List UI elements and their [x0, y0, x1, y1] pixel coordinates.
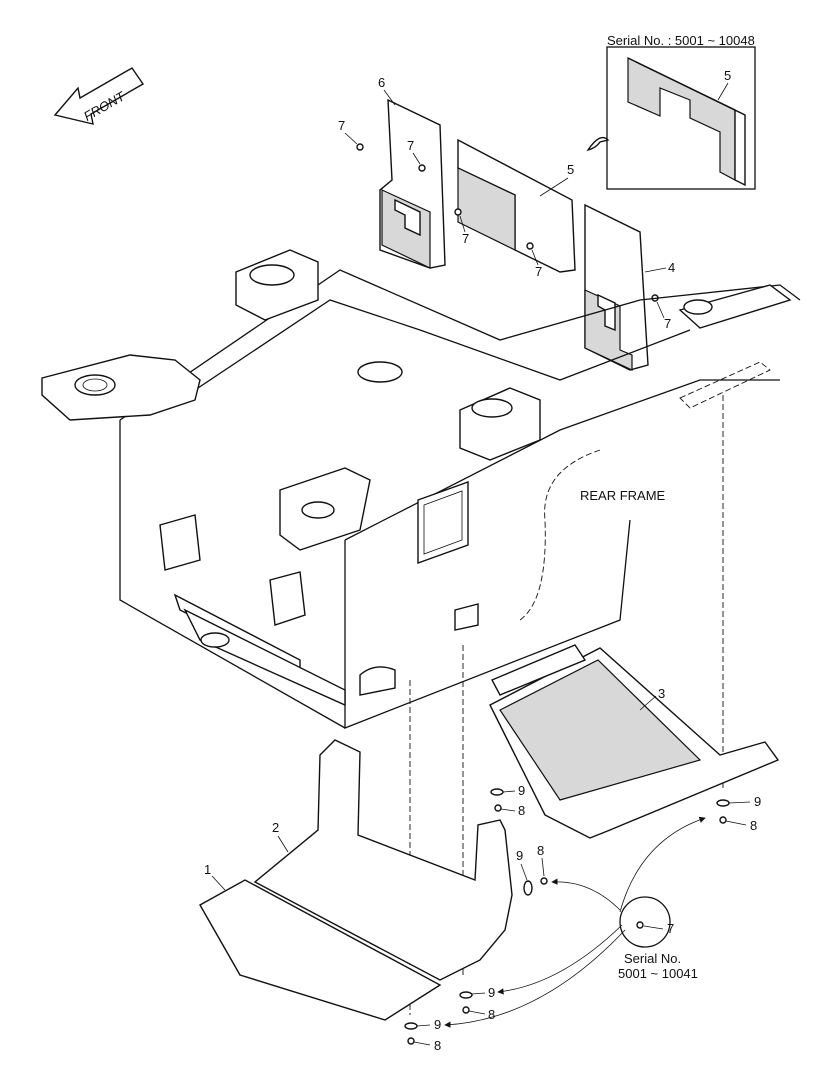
cover-part-2: 2 [253, 739, 513, 981]
callout-7b: 7 [407, 138, 414, 153]
side-panel-6: 6 [378, 75, 446, 269]
callout-8c: 8 [537, 843, 544, 858]
inset-serial-bottom-1: Serial No. [624, 951, 681, 966]
cover-part-3: 3 [489, 644, 780, 839]
inset-pointer [586, 136, 610, 152]
rear-frame-label: REAR FRAME [580, 488, 666, 503]
front-arrow: FRONT [53, 67, 145, 125]
callout-9b: 9 [754, 794, 761, 809]
callout-8b: 8 [750, 818, 757, 833]
callout-1: 1 [204, 862, 211, 877]
callout-9a: 9 [518, 783, 525, 798]
callout-9c: 9 [516, 848, 523, 863]
callout-8a: 8 [518, 803, 525, 818]
callout-2: 2 [272, 820, 279, 835]
cover-part-1: 1 [199, 862, 442, 1021]
side-panel-5: 5 [457, 138, 576, 273]
callout-5-inset: 5 [724, 68, 731, 83]
callout-9d: 9 [488, 985, 495, 1000]
callout-7a: 7 [338, 118, 345, 133]
callout-5: 5 [567, 162, 574, 177]
callout-3: 3 [658, 686, 665, 701]
callout-7c: 7 [462, 231, 469, 246]
callout-7d: 7 [535, 264, 542, 279]
callout-8d: 8 [488, 1007, 495, 1022]
callout-4: 4 [668, 260, 675, 275]
side-panel-4: 4 [584, 203, 675, 371]
fasteners-right: 9 8 9 8 [490, 783, 761, 833]
bolt-callouts-7: 7 7 7 7 7 [338, 118, 671, 331]
rear-frame: REAR FRAME [41, 249, 801, 729]
fasteners-bottom: 9 8 9 8 [404, 985, 495, 1053]
callout-9e: 9 [434, 1017, 441, 1032]
inset-serial-bottom-2: 5001 ~ 10041 [618, 966, 698, 981]
inset-serial-top: Serial No. : 5001 ~ 10048 [607, 33, 755, 48]
fasteners-side: 9 8 [516, 843, 548, 896]
callout-6: 6 [378, 75, 385, 90]
callout-8e: 8 [434, 1038, 441, 1053]
inset-box-top: Serial No. : 5001 ~ 10048 5 [606, 33, 756, 190]
callout-7-inset: 7 [667, 921, 674, 936]
callout-7e: 7 [664, 316, 671, 331]
inset-circle-bottom: 7 Serial No. 5001 ~ 10041 [444, 816, 706, 1028]
